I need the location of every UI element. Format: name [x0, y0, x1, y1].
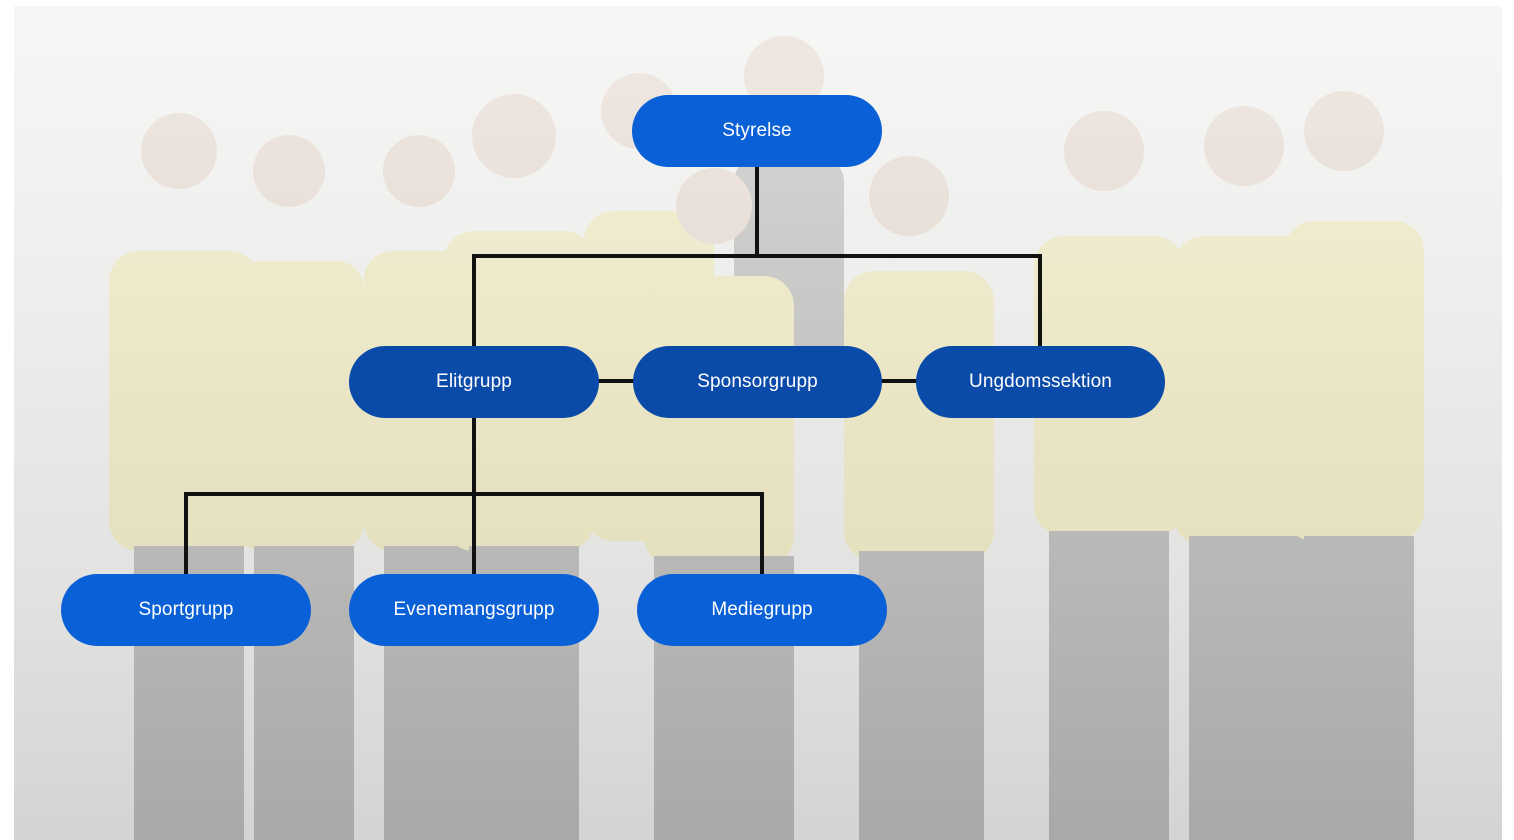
node-mediegrupp[interactable]: Mediegrupp: [637, 574, 887, 646]
node-styrelse-label: Styrelse: [722, 120, 792, 141]
node-elitgrupp-label: Elitgrupp: [436, 371, 512, 392]
node-sponsorgrupp[interactable]: Sponsorgrupp: [633, 346, 882, 418]
node-sportgrupp-label: Sportgrupp: [138, 599, 234, 620]
node-sponsorgrupp-label: Sponsorgrupp: [697, 371, 818, 392]
node-ungdomssektion-label: Ungdomssektion: [969, 371, 1112, 392]
node-styrelse[interactable]: Styrelse: [632, 95, 882, 167]
node-sportgrupp[interactable]: Sportgrupp: [61, 574, 311, 646]
node-ungdomssektion[interactable]: Ungdomssektion: [916, 346, 1165, 418]
node-mediegrupp-label: Mediegrupp: [711, 599, 813, 620]
node-evenemangsgrupp[interactable]: Evenemangsgrupp: [349, 574, 599, 646]
node-elitgrupp[interactable]: Elitgrupp: [349, 346, 599, 418]
node-evenemangsgrupp-label: Evenemangsgrupp: [393, 599, 555, 620]
